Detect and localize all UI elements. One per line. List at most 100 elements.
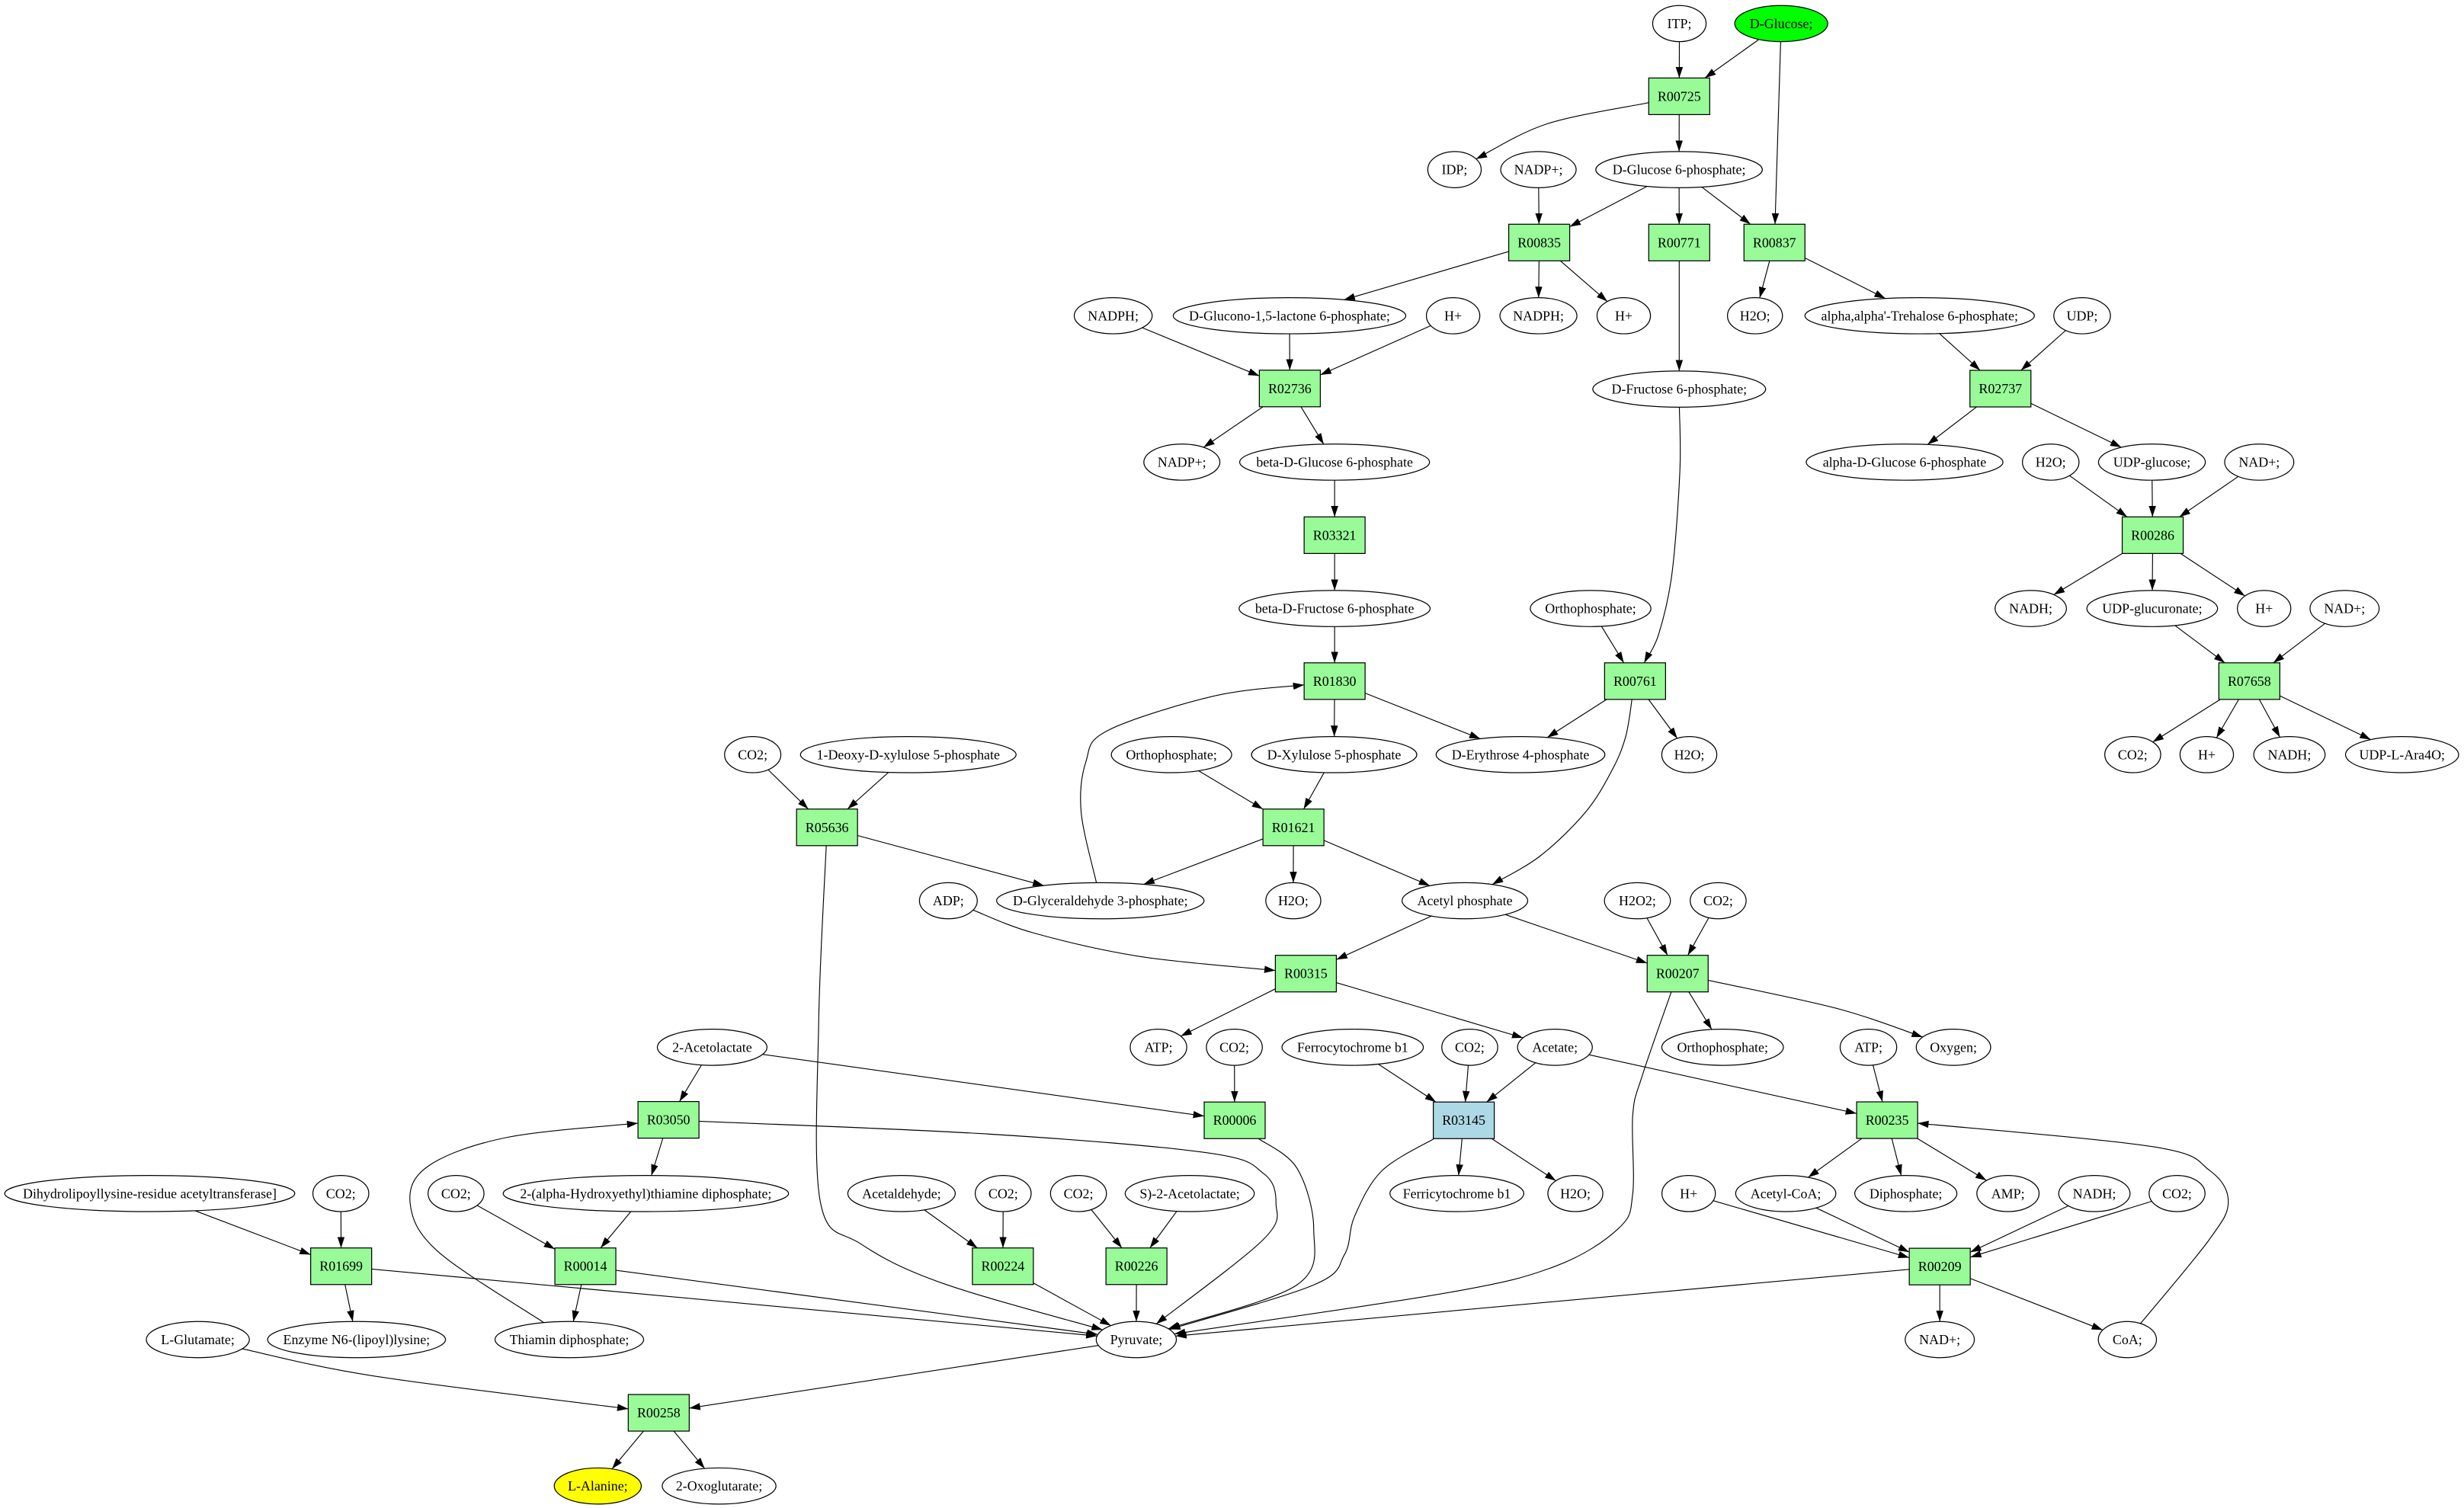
edge-r00235-to-amp (1917, 1138, 1987, 1181)
compound-ellipse (312, 1174, 370, 1212)
reaction-label: R00235 (1866, 1113, 1909, 1128)
reaction-label: R00725 (1658, 88, 1701, 104)
compound-ellipse (656, 1029, 768, 1066)
compound-adp: ADP; (918, 882, 978, 920)
edge-s-acetolactate-to-r00226 (1149, 1211, 1178, 1249)
compound-label: Orthophosphate; (1677, 1039, 1767, 1055)
reaction-label: R00014 (564, 1259, 607, 1274)
reaction-r00315: R00315 (1274, 955, 1338, 993)
reaction-label: R01621 (1272, 820, 1315, 835)
reaction-box (637, 1100, 700, 1139)
compound-nadp: NADP+; (1143, 443, 1221, 481)
reaction-r05636: R05636 (796, 808, 858, 847)
compound-label: H+ (1615, 308, 1633, 323)
compound-ellipse (2179, 735, 2235, 773)
compound-ellipse (1441, 1029, 1498, 1066)
compound-2-oxoglutarate: 2-Oxoglutarate; (662, 1467, 777, 1505)
reaction-r07658: R07658 (2218, 662, 2280, 700)
edge-r00835-to-hplus-b (1559, 260, 1608, 303)
compound-label: CO2; (988, 1186, 1018, 1201)
compound-label: CO2; (2118, 747, 2148, 762)
edge-ferrocyt-to-r03145 (1378, 1063, 1437, 1103)
edge-r00014-to-thdp (572, 1284, 582, 1322)
edge-co2-a-to-r05636 (767, 769, 809, 810)
compound-ellipse (1604, 882, 1671, 920)
compound-co2: CO2; (1206, 1029, 1263, 1066)
edge-r00835-to-gl6p (1344, 251, 1509, 300)
compound-ellipse (1652, 5, 1707, 43)
reaction-r00771: R00771 (1648, 223, 1710, 261)
reaction-label: R00258 (637, 1405, 681, 1420)
edge-r00258-to-ala (611, 1430, 644, 1470)
edge-coa-to-r00235 (1918, 1120, 2229, 1324)
compound-co2: CO2; (724, 735, 782, 773)
edge-r00207-to-oxygen (1708, 979, 1924, 1038)
compound-ellipse (1499, 297, 1578, 335)
compound-h2o: H2O; (1661, 735, 1718, 773)
edge-r00014-to-pyr (615, 1269, 1098, 1337)
compound-ellipse (1690, 882, 1747, 920)
compound-label: Ferricytochrome b1 (1403, 1186, 1511, 1201)
compound-ellipse (1129, 1029, 1187, 1066)
compound-co2: CO2; (1049, 1174, 1107, 1212)
compound-udp-l-ara4o: UDP-L-Ara4O; (2344, 735, 2459, 773)
reaction-label: R00286 (2131, 527, 2174, 543)
compound-label: NADPH; (1088, 308, 1139, 323)
compound-h: H+ (1425, 297, 1481, 335)
edge-xu5p-to-r01621 (1303, 772, 1325, 810)
compound-label: UDP-glucose; (2113, 454, 2191, 469)
reaction-r00209: R00209 (1908, 1247, 1971, 1285)
compound-label: S)-2-Acetolactate; (1139, 1186, 1239, 1202)
compound-label: H+ (1444, 308, 1462, 323)
compound-ellipse (2058, 1174, 2131, 1212)
compound-label: CoA; (2113, 1332, 2142, 1347)
compound-label: Diphosphate; (1870, 1186, 1943, 1201)
compound-label: NADH; (2009, 601, 2052, 616)
compound-ellipse (724, 735, 782, 773)
compound-amp: AMP; (1976, 1174, 2040, 1212)
edge-r03145-to-ferricyt (1456, 1138, 1463, 1176)
reaction-r03321: R03321 (1303, 516, 1366, 554)
edge-r00315-to-acetate (1336, 981, 1524, 1039)
compound-co2: CO2; (2104, 735, 2161, 773)
edge-udpglcur-to-r07658 (2174, 625, 2225, 664)
compound-ellipse (1281, 1029, 1424, 1066)
compound-ellipse (2224, 443, 2295, 481)
compound-label: Acetate; (1532, 1039, 1578, 1055)
compound-h: H+ (2179, 735, 2235, 773)
compound-ellipse (2237, 590, 2292, 627)
edge-r00315-to-atp-a (1180, 988, 1276, 1037)
reaction-box (1646, 955, 1709, 993)
reaction-r03050: R03050 (637, 1100, 700, 1139)
reaction-box (1908, 1247, 1971, 1285)
edge-r01699-to-pyr (371, 1268, 1097, 1339)
edge-co2-g-to-r00014 (476, 1205, 556, 1250)
edge-nad-b-to-r07658 (2273, 623, 2325, 664)
compound-ellipse (1547, 1174, 1604, 1212)
edge-acp-to-r00315 (1336, 915, 1432, 960)
reaction-box (1604, 662, 1666, 700)
reaction-r01830: R01830 (1303, 662, 1366, 700)
compound-label: ADP; (933, 893, 964, 908)
edge-tre6p-to-r02737 (1939, 333, 1981, 371)
edge-r00209-to-pyr (1175, 1269, 1910, 1339)
compound-label: NAD+; (2324, 601, 2365, 616)
compound-ellipse (2097, 443, 2206, 481)
compound-ellipse (1500, 151, 1577, 188)
compound-label: D-Glucose 6-phosphate; (1613, 162, 1746, 178)
compound-label: NADP+; (1514, 162, 1563, 178)
reaction-box (1433, 1101, 1495, 1139)
compound-ellipse (1661, 1029, 1784, 1066)
edge-r01621-to-acp (1323, 840, 1431, 886)
edge-hplus-a-to-r02736 (1320, 325, 1431, 376)
edge-udp-to-r02737 (2020, 330, 2066, 371)
edge-r00837-to-h2o-a (1759, 261, 1770, 299)
compound-label: 1-Deoxy-D-xylulose 5-phosphate (817, 747, 1000, 762)
compound-ellipse (1427, 151, 1482, 188)
edge-hethdp-to-r00014 (600, 1211, 632, 1249)
compound-ellipse (1915, 1029, 1991, 1066)
compound-ellipse (1806, 443, 2004, 481)
compound-label: UDP-L-Ara4O; (2360, 747, 2445, 762)
edge-r02736-to-bg6p (1300, 406, 1325, 445)
